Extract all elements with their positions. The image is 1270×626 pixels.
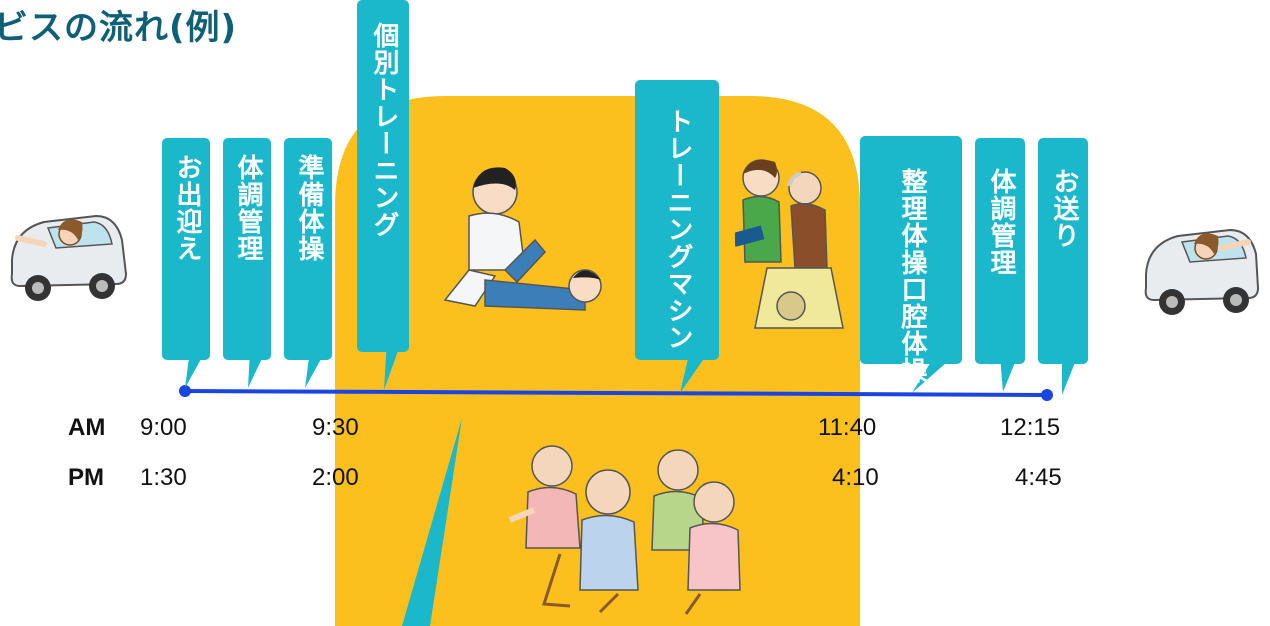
step-label: 体調管理 xyxy=(985,168,1016,276)
step-label: トレーニングマシン xyxy=(662,108,693,351)
step-label: 体調管理 xyxy=(232,154,263,262)
step-warmup-callout: 準備体操 xyxy=(284,138,332,360)
step-label: お送り xyxy=(1048,168,1079,249)
step-health-check-callout: 体調管理 xyxy=(223,138,271,360)
step-machine-training-callout: トレーニングマシン xyxy=(635,80,719,360)
am-time: 9:30 xyxy=(312,414,359,441)
step-health-check-2-callout: 体調管理 xyxy=(975,138,1025,364)
therapist-stretching-icon xyxy=(443,167,602,311)
am-time: 9:00 xyxy=(140,414,187,441)
pm-time: 4:45 xyxy=(1015,464,1062,491)
pm-time: 4:10 xyxy=(832,464,879,491)
pm-time: 2:00 xyxy=(312,464,359,491)
step-label: 個別トレーニング xyxy=(368,22,399,238)
car-arrival-icon xyxy=(10,214,128,301)
timeline-start-dot xyxy=(179,385,191,397)
step-greeting-callout: お出迎え xyxy=(162,138,210,360)
step-label: お出迎え xyxy=(171,154,202,262)
step-individual-training-callout: 個別トレーニング xyxy=(357,0,409,352)
machine-training-icon xyxy=(735,159,844,329)
step-label: 準備体操 xyxy=(293,154,324,262)
page-title: ビスの流れ(例) xyxy=(0,8,238,48)
step-cooldown-oral-callout: 整理体操口腔体操 xyxy=(860,136,962,384)
step-label: 整理体操口腔体操 xyxy=(896,168,927,384)
step-sendoff-callout: お送り xyxy=(1038,138,1088,364)
group-exercise-icon xyxy=(508,445,741,615)
am-time: 12:15 xyxy=(1000,414,1061,441)
car-departure-icon xyxy=(1144,228,1260,315)
timeline-end-dot xyxy=(1041,389,1053,401)
am-label: AM xyxy=(68,414,106,441)
pm-time: 1:30 xyxy=(140,464,187,491)
am-time: 11:40 xyxy=(818,414,877,441)
pm-label: PM xyxy=(68,464,104,491)
